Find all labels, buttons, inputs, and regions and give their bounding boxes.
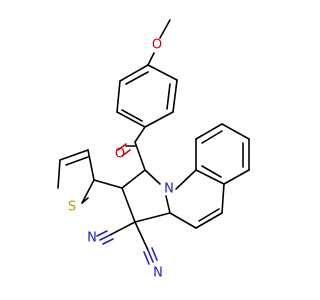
nitrile-triple-2a xyxy=(147,249,154,263)
nitrile-triple-1a xyxy=(99,234,111,241)
thiophene-ring xyxy=(57,149,95,204)
nitrile-nitrogen-label-2: N xyxy=(153,266,163,281)
thienyl-bond xyxy=(93,179,123,189)
aryl-carbonyl-bond xyxy=(134,126,146,143)
nitrile-bond-1 xyxy=(109,221,136,236)
carbonyl-double-bond-b xyxy=(121,149,131,157)
o-aryl-bond xyxy=(147,52,155,66)
molecule-diagram: O O N S N N xyxy=(57,19,250,281)
ring-nitrogen-label: N xyxy=(164,182,174,197)
nitrile-triple-1b xyxy=(96,230,108,237)
methoxy-oxygen-label: O xyxy=(152,38,162,53)
thiophene-sulfur-label: S xyxy=(68,200,76,215)
carbonyl-oxygen-label: O xyxy=(115,147,125,162)
molecule-structure: O O N S N N xyxy=(57,19,250,281)
carbonyl-c1-bond xyxy=(134,141,146,171)
nitrile-triple-2c xyxy=(151,247,158,261)
benzo-ring xyxy=(195,123,250,185)
methyl-o-bond xyxy=(159,19,171,39)
nitrile-triple-2b xyxy=(143,251,150,265)
nitrile-nitrogen-label-1: N xyxy=(87,231,97,246)
nitrile-triple-1c xyxy=(102,238,114,245)
carbonyl-double-bond-a xyxy=(117,143,127,151)
pyrrolidine-ring xyxy=(121,169,171,223)
methoxyphenyl-ring xyxy=(116,64,178,128)
nitrile-bond-2 xyxy=(134,221,149,251)
dihydroquinoline-ring xyxy=(169,169,225,229)
